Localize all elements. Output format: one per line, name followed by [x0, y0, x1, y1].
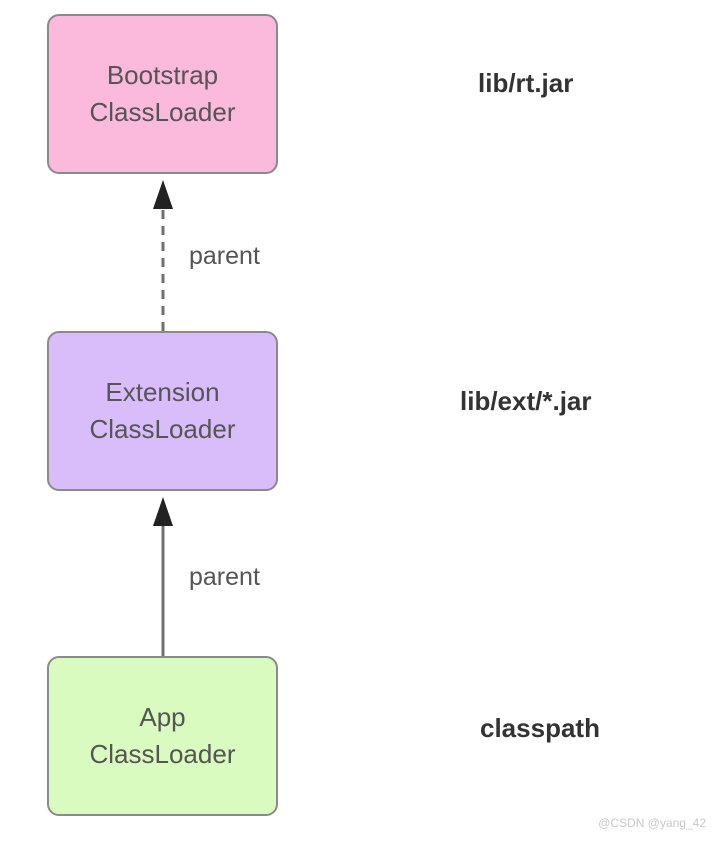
bootstrap-path-label: lib/rt.jar — [478, 68, 574, 98]
node-label-line1: Bootstrap — [106, 60, 219, 90]
bootstrap-classloader-box: Bootstrap ClassLoader — [47, 14, 278, 174]
node-label-line2: ClassLoader — [89, 97, 236, 127]
extension-classloader-box: Extension ClassLoader — [47, 331, 278, 491]
node-label-line2: ClassLoader — [89, 414, 236, 444]
node-label-line2: ClassLoader — [89, 739, 236, 769]
parent-edge-label: parent — [189, 563, 260, 591]
arrowhead-up-icon — [153, 180, 173, 209]
arrowhead-up-icon — [153, 497, 173, 526]
watermark: @CSDN @yang_42 — [598, 816, 706, 830]
app-classloader-box: App ClassLoader — [47, 656, 278, 816]
extension-path-label: lib/ext/*.jar — [460, 386, 592, 416]
node-label-line1: App — [139, 702, 186, 732]
node-label-line1: Extension — [105, 377, 220, 407]
parent-edge-label: parent — [189, 242, 260, 270]
app-path-label: classpath — [480, 713, 600, 743]
